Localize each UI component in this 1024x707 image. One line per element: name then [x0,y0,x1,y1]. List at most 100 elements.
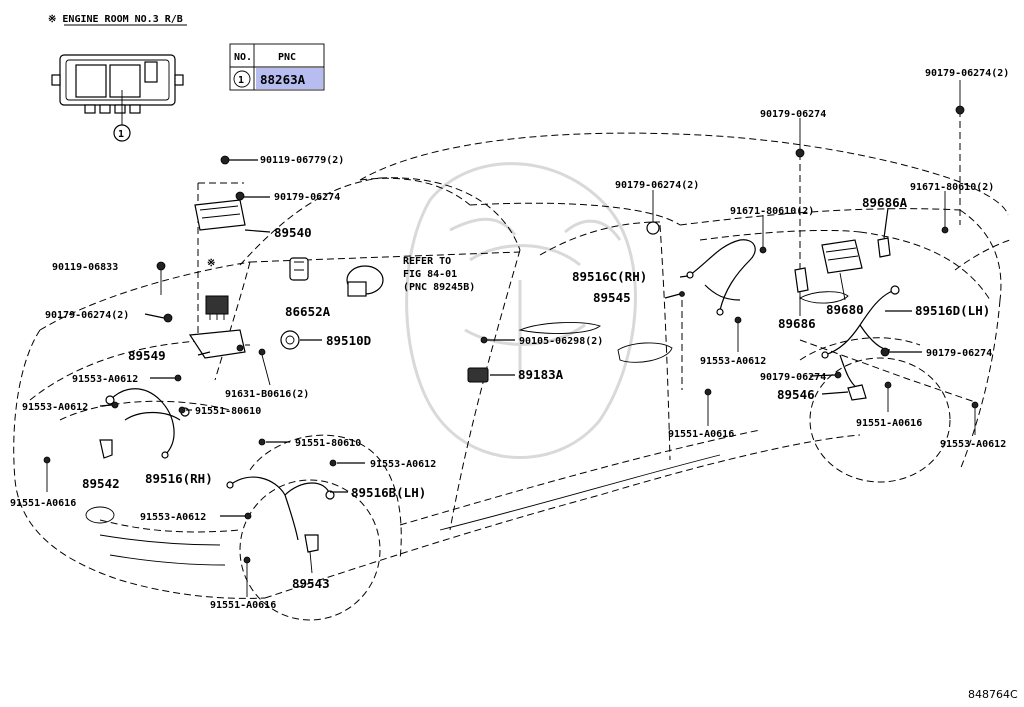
leader-line [244,229,271,233]
bolt-icon [704,388,712,396]
grommet-icon [646,221,660,235]
leader-line [197,351,211,356]
bolt-icon [734,316,742,324]
nut-icon [163,313,173,323]
nut-icon [955,105,965,115]
bracket-89549-icon [188,329,246,359]
leader-line [839,272,846,301]
bolt-icon [235,191,245,201]
leader-line [144,313,165,319]
label-90179-06274-2[interactable]: 90179-06274(2) [925,68,1009,79]
label-89516B-lh[interactable]: 89516B(LH) [351,485,426,500]
nut-icon [880,347,890,357]
label-91553-A0612[interactable]: 91553-A0612 [140,512,206,523]
computer-89680-icon [821,239,863,274]
label-91553-A0612[interactable]: 91553-A0612 [370,459,436,470]
leader-line [309,551,313,574]
pnc-row-value[interactable]: 88263A [260,72,306,87]
label-86652A[interactable]: 86652A [285,304,331,319]
pnc-col-no: NO. [234,52,252,63]
bolt-icon [971,401,979,409]
nut-icon [795,148,805,158]
label-90105-06298[interactable]: 90105-06298(2) [519,336,603,347]
bolt-icon [759,246,767,254]
label-90179-06274-2[interactable]: 90179-06274(2) [615,180,699,191]
bolt-icon [941,226,949,234]
leader-line [99,404,113,407]
bolt-icon [884,381,892,389]
label-89686A[interactable]: 89686A [862,195,908,210]
label-89516-rh[interactable]: 89516(RH) [145,471,213,486]
label-91551-A0616[interactable]: 91551-A0616 [210,600,276,611]
bolt-icon [111,401,119,409]
label-89540[interactable]: 89540 [274,225,312,240]
bracket-89686-icon [794,267,809,293]
watermark-logo [405,162,637,459]
wire-harness-89516-rh-icon [105,388,190,459]
figure-code: 848764C [968,688,1018,701]
label-90179-06274[interactable]: 90179-06274 [760,109,826,120]
label-90119-06833[interactable]: 90119-06833 [52,262,118,273]
label-90119-06779[interactable]: 90119-06779(2) [260,155,344,166]
bolt-icon [43,456,51,464]
label-91551-80610[interactable]: 91551-80610 [195,406,261,417]
label-89680[interactable]: 89680 [826,302,864,317]
label-89545[interactable]: 89545 [593,290,631,305]
bolt-icon [679,291,685,297]
yaw-sensor-icon [346,265,384,297]
bolt-icon [156,261,166,271]
label-90179-06274[interactable]: 90179-06274 [760,372,826,383]
bolt-icon [178,406,186,414]
buzzer-86652A-icon [289,257,309,281]
car-body-outline [13,132,1011,621]
label-91551-A0616[interactable]: 91551-A0616 [10,498,76,509]
leader-line [809,374,836,377]
leader-line [679,275,689,278]
label-89546[interactable]: 89546 [777,387,815,402]
label-89686[interactable]: 89686 [778,316,816,331]
wire-harness-89516C-rh-icon [686,239,756,316]
sensor-89510D-icon [280,330,300,350]
asterisk-marker: ※ [207,258,215,269]
label-91671-80610[interactable]: 91671-80610(2) [910,182,994,193]
relay-88263A-icon [205,295,229,320]
bracket-89686A-icon [877,237,891,258]
relay-box-callout: 1 [118,129,124,140]
label-91553-A0612[interactable]: 91553-A0612 [940,439,1006,450]
label-91631-B0616[interactable]: 91631-B0616(2) [225,389,309,400]
label-90179-06274[interactable]: 90179-06274 [274,192,340,203]
label-91551-A0616[interactable]: 91551-A0616 [856,418,922,429]
pnc-highlight [256,68,323,89]
sensor-89183A-icon [467,367,489,383]
label-89543[interactable]: 89543 [292,576,330,591]
label-91551-A0616[interactable]: 91551-A0616 [668,429,734,440]
label-91553-A0612[interactable]: 91553-A0612 [700,356,766,367]
refer-note-line-2[interactable]: FIG 84-01 [403,269,457,280]
sensor-module-89540-icon [194,199,246,231]
nut-icon [834,371,842,379]
label-89183A[interactable]: 89183A [518,367,564,382]
label-90179-06274[interactable]: 90179-06274 [926,348,992,359]
bolt-icon [174,374,182,382]
leader-line [261,354,271,386]
bolt-icon [243,556,251,564]
label-90179-06274-2[interactable]: 90179-06274(2) [45,310,129,321]
bolt-icon [480,336,488,344]
pnc-table [229,43,325,91]
leader-line [821,391,849,395]
bolt-icon [220,155,230,165]
bolt-icon [258,348,266,356]
label-89510D[interactable]: 89510D [326,333,371,348]
label-89516D-lh[interactable]: 89516D(LH) [915,303,990,318]
pnc-col-pnc: PNC [278,52,296,63]
refer-note-line-3: (PNC 89245B) [403,282,475,293]
label-91553-A0612[interactable]: 91553-A0612 [22,402,88,413]
label-89516C-rh[interactable]: 89516C(RH) [572,269,647,284]
label-89549[interactable]: 89549 [128,348,166,363]
refer-note-line-1: REFER TO [403,256,451,267]
label-91551-80610[interactable]: 91551-80610 [295,438,361,449]
label-91671-80610[interactable]: 91671-80610(2) [730,206,814,217]
label-91553-A0612[interactable]: 91553-A0612 [72,374,138,385]
label-89542[interactable]: 89542 [82,476,120,491]
